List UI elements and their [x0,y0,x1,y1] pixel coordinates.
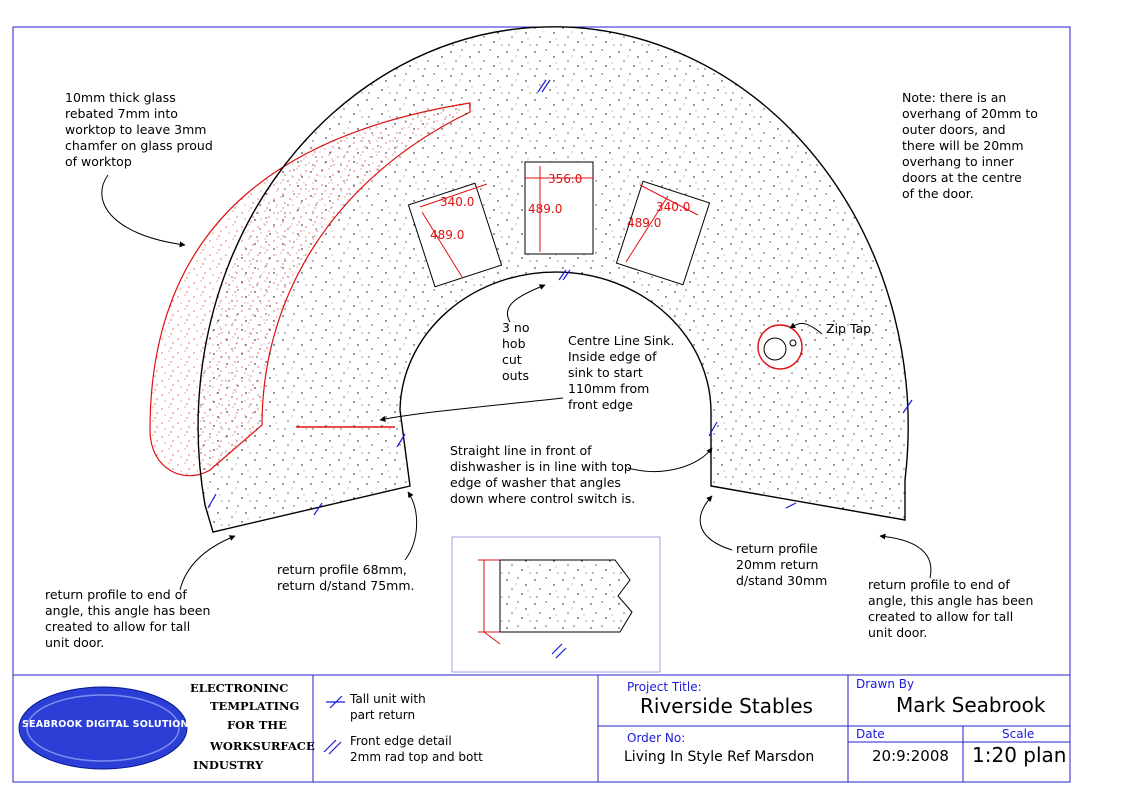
company-logo [18,686,188,770]
note-sink: Centre Line Sink. Inside edge of sink to… [568,333,675,412]
edge-detail-section [499,559,633,633]
company-line-4: WORKSURFACE [210,739,315,753]
order-value: Living In Style Ref Marsdon [624,749,815,765]
worktop-outline [197,26,909,533]
scale-value: 1:20 plan [972,743,1067,767]
note-return-left-profile: return profile 68mm, return d/stand 75mm… [277,562,415,593]
legend-marks [323,695,345,755]
edge-marks [207,79,913,516]
dim-left-height: 489.0 [430,228,465,242]
legend-front-edge: Front edge detail 2mm rad top and bott [350,734,483,764]
date-value: 20:9:2008 [872,747,949,765]
company-line-3: FOR THE [227,718,287,732]
note-zip-tap: Zip Tap [826,321,872,336]
note-dishwasher: Straight line in front of dishwasher is … [450,443,636,506]
note-return-left-end: return profile to end of angle, this ang… [45,587,211,650]
title-block-lines [13,674,1070,782]
zip-tap-hole [763,337,787,361]
note-return-right-end: return profile to end of angle, this ang… [868,577,1034,640]
note-hob-cutouts: 3 no hob cut outs [502,320,530,383]
project-title: Riverside Stables [640,694,813,718]
edge-detail-mark [551,643,567,659]
edge-detail-dims [478,559,501,645]
hob-cutout-left [407,182,503,288]
company-line-1: ELECTRONINC [190,681,289,695]
order-label: Order No: [627,731,686,745]
note-overhang: Note: there is an overhang of 20mm to ou… [902,90,1038,201]
drawn-by-label: Drawn By [856,677,915,691]
hob-cutout-middle [524,161,594,255]
company-line-5: INDUSTRY [193,758,264,772]
dim-mid-width: 356.0 [548,172,583,186]
logo-text: SEABROOK DIGITAL SOLUTIONS [22,719,196,730]
zip-tap-small-hole [789,339,797,347]
note-return-right-profile: return profile 20mm return d/stand 30mm [736,541,828,588]
date-label: Date [856,727,885,741]
dim-mid-height: 489.0 [528,202,563,216]
dim-left-width: 340.0 [440,195,475,209]
legend-tall-unit: Tall unit with part return [350,692,426,722]
dim-right-height: 489.0 [627,216,662,230]
note-glass: 10mm thick glass rebated 7mm into workto… [65,90,213,169]
logo-ring [26,694,180,762]
dim-right-width: 340.0 [656,200,691,214]
scale-label: Scale [1002,727,1035,741]
drawn-by: Mark Seabrook [896,693,1046,717]
project-title-label: Project Title: [627,680,702,694]
company-line-2: TEMPLATING [210,699,300,713]
hob-cutout-right [615,180,711,286]
dimension-lines [419,166,699,278]
leader-lines [101,174,932,591]
edge-detail-frame [451,536,661,673]
